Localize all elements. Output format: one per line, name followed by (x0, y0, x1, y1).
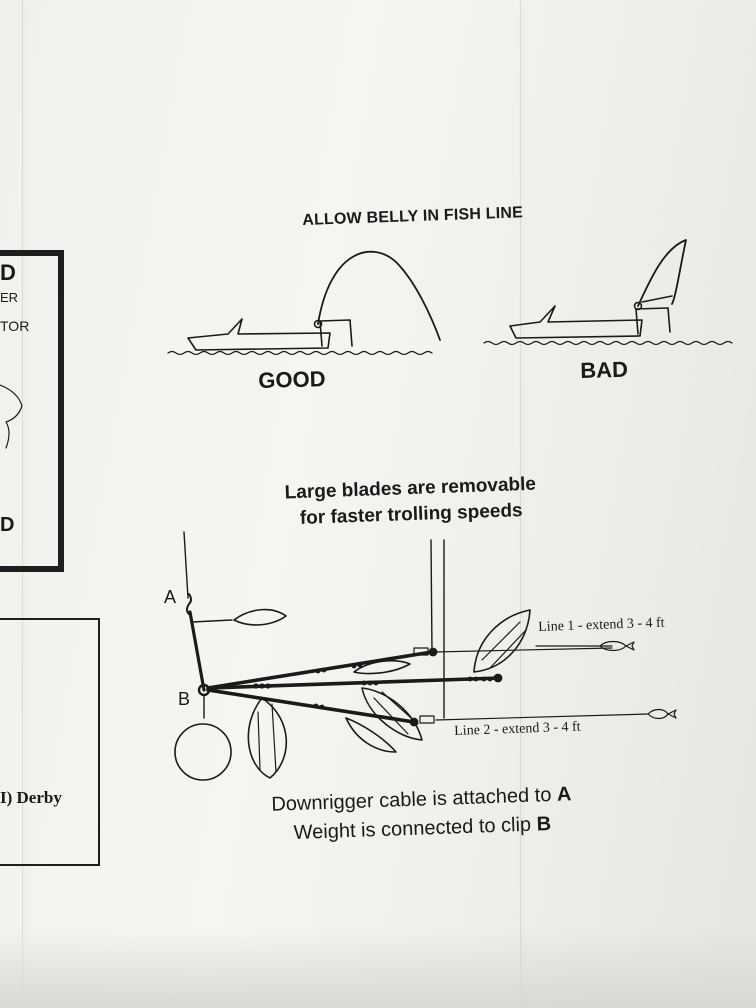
bad-boat-drawing (483, 239, 733, 346)
good-label: GOOD (258, 366, 326, 393)
left-panel-text: ER (0, 290, 19, 305)
derby-text: I) Derby (0, 788, 62, 807)
trolling-rig-drawing (174, 531, 677, 781)
paper-fold (520, 0, 521, 1008)
left-lower-box (0, 618, 100, 866)
caption-line1-bold: A (556, 783, 572, 806)
left-panel-text: D (0, 260, 16, 285)
paper-fold-left (22, 0, 23, 1008)
left-panel-text: TOR (0, 318, 30, 334)
good-boat-drawing (167, 250, 441, 356)
caption-line2-text: Weight is connected to clip (293, 813, 532, 845)
point-a-label: A (164, 587, 177, 607)
partial-figure-drawing (0, 384, 23, 449)
left-panel-box (0, 250, 64, 572)
bad-label: BAD (580, 356, 629, 383)
left-panel-text: D (0, 514, 15, 536)
caption-line2-bold: B (536, 813, 552, 836)
bottom-shadow (0, 930, 756, 1008)
point-b-label: B (178, 689, 191, 709)
